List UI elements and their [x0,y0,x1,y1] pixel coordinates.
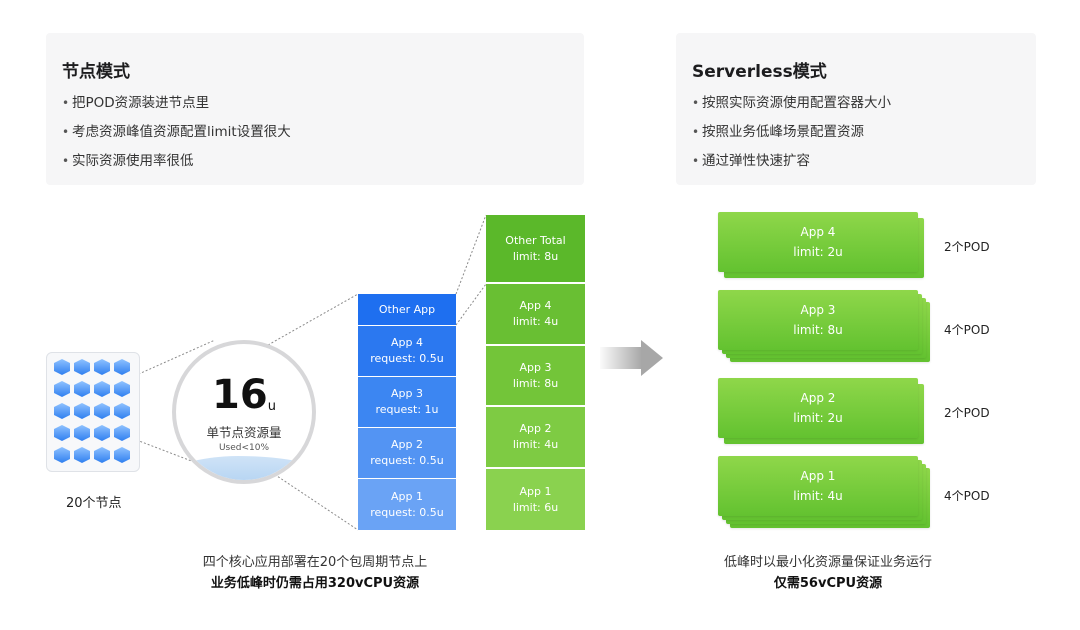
node-hex-icon [114,403,130,419]
node-hex-icon [74,403,90,419]
limit-block-app2: App 2 limit: 4u [486,407,585,467]
request-block-app1: App 1 request: 0.5u [358,479,456,530]
right-caption: 低峰时以最小化资源量保证业务运行 仅需56vCPU资源 [723,555,932,591]
node-hex-icon [94,359,110,375]
serverless-mode-panel: Serverless模式 •按照实际资源使用配置容器大小 •按照业务低峰场景配置… [676,33,1036,185]
node-hex-icon [74,359,90,375]
arrow-right-icon [600,347,642,369]
node-capacity-circle: 16u 单节点资源量 Used<10% [172,340,316,484]
capacity-label: 单节点资源量 [206,425,282,440]
capacity-unit: u [267,399,276,414]
bullet-item: •通过弹性快速扩容 [692,153,810,169]
connector-line [455,283,487,326]
usage-label: Used<10% [218,443,270,453]
pod-count-app3: 4个POD [944,323,990,337]
request-block-app2: App 2 request: 0.5u [358,428,456,478]
node-hex-icon [114,447,130,463]
node-grid [46,352,140,472]
node-hex-icon [94,425,110,441]
node-hex-icon [54,359,70,375]
arrow-head-icon [641,340,663,376]
limit-block-app1: App 1 limit: 6u [486,469,585,530]
serverless-mode-bullets: •按照实际资源使用配置容器大小 •按照业务低峰场景配置资源 •通过弹性快速扩容 [692,93,891,180]
request-block-app3: App 3 request: 1u [358,377,456,427]
node-mode-title: 节点模式 [62,62,130,82]
node-mode-panel: 节点模式 •把POD资源装进节点里 •考虑资源峰值资源配置limit设置很大 •… [46,33,584,185]
node-mode-bullets: •把POD资源装进节点里 •考虑资源峰值资源配置limit设置很大 •实际资源使… [62,93,291,180]
pod-count-app2: 2个POD [944,406,990,420]
bullet-item: •按照实际资源使用配置容器大小 [692,95,891,111]
node-hex-icon [54,447,70,463]
node-hex-icon [74,425,90,441]
node-hex-icon [114,381,130,397]
node-hex-icon [94,403,110,419]
limit-block-other: Other Total limit: 8u [486,215,585,282]
request-block-app4: App 4 request: 0.5u [358,326,456,376]
connector-line [267,293,359,346]
left-caption: 四个核心应用部署在20个包周期节点上 业务低峰时仍需占用320vCPU资源 [202,555,428,591]
usage-wave [176,456,312,480]
bullet-item: •按照业务低峰场景配置资源 [692,124,864,140]
bullet-item: •把POD资源装进节点里 [62,95,210,111]
connector-line [455,214,487,295]
node-hex-icon [114,425,130,441]
bullet-item: •实际资源使用率很低 [62,153,194,169]
node-hex-icon [114,359,130,375]
nodes-label: 20个节点 [66,496,122,511]
request-block-other: Other App [358,294,456,325]
capacity-value: 16u [212,372,276,418]
node-hex-icon [94,381,110,397]
serverless-mode-title: Serverless模式 [692,62,827,82]
node-hex-icon [94,447,110,463]
limit-block-app4: App 4 limit: 4u [486,284,585,344]
pod-count-app1: 4个POD [944,489,990,503]
node-hex-icon [54,381,70,397]
node-hex-icon [74,381,90,397]
pod-count-app4: 2个POD [944,240,990,254]
limit-block-app3: App 3 limit: 8u [486,346,585,405]
node-hex-icon [54,403,70,419]
bullet-item: •考虑资源峰值资源配置limit设置很大 [62,124,291,140]
node-hex-icon [74,447,90,463]
node-hex-icon [54,425,70,441]
